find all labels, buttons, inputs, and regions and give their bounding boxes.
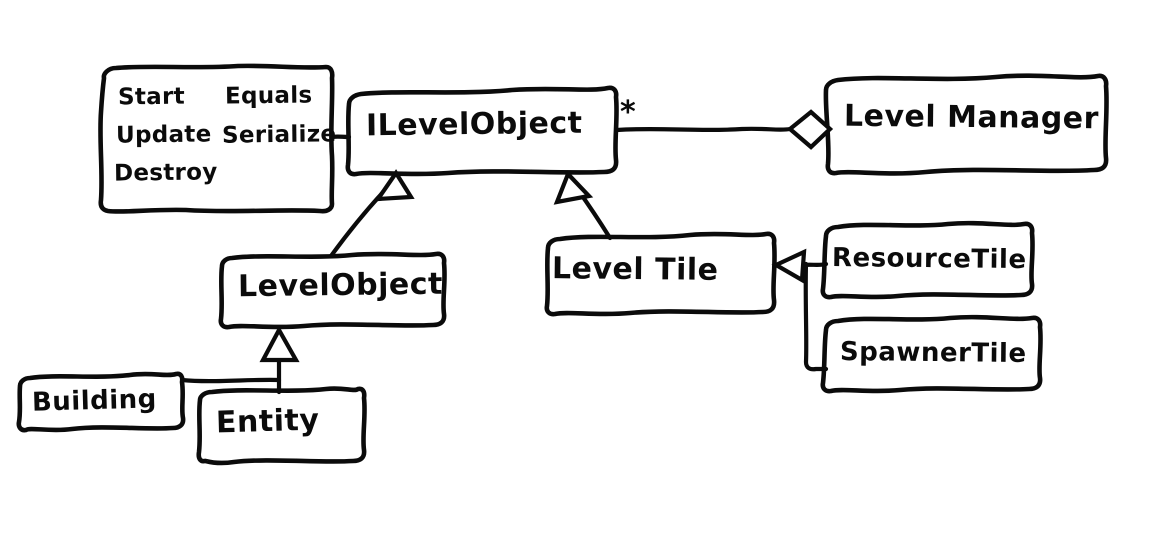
class-label-levelobject: LevelObject [237,266,444,305]
method-label-serialize: Serialize [221,121,337,149]
method-label-start: Start [117,83,186,111]
generalization-arrowhead-levelobject-children [259,325,300,363]
leveltile-box-outline [544,231,777,317]
ilevelobject-box-outline [345,85,619,177]
method-label-destroy: Destroy [113,159,218,187]
class-label-spawnertile: SpawnerTile [839,337,1027,369]
multiplicity-label-star: * [620,95,637,130]
class-label-levelmanager: Level Manager [843,98,1100,137]
class-label-entity: Entity [215,402,320,441]
building-box-outline [16,371,186,433]
method-label-equals: Equals [224,82,313,110]
class-label-building: Building [31,384,158,418]
levelobject-box-outline [218,251,447,330]
methods-box-outline [98,63,335,214]
resourcetile-box-outline [820,220,1035,300]
generalization-arrowhead-leveltile [553,170,594,205]
levelmanager-box-outline [823,73,1109,176]
generalization-line-tile-trunk [803,261,829,372]
generalization-arrowhead-leveltile-children [771,248,807,284]
class-label-ilevelobject: ILevelObject [365,105,583,144]
aggregation-diamond-levelmanager [786,109,834,150]
generalization-line-building-branch [179,377,282,384]
class-label-leveltile: Level Tile [551,251,719,288]
spawnertile-box-outline [820,314,1043,394]
aggregation-line-ilevelobject-levelmanager [614,126,793,133]
class-label-resourcetile: ResourceTile [831,242,1027,276]
method-label-update: Update [115,121,212,149]
generalization-arrowhead-levelobject [373,169,415,202]
